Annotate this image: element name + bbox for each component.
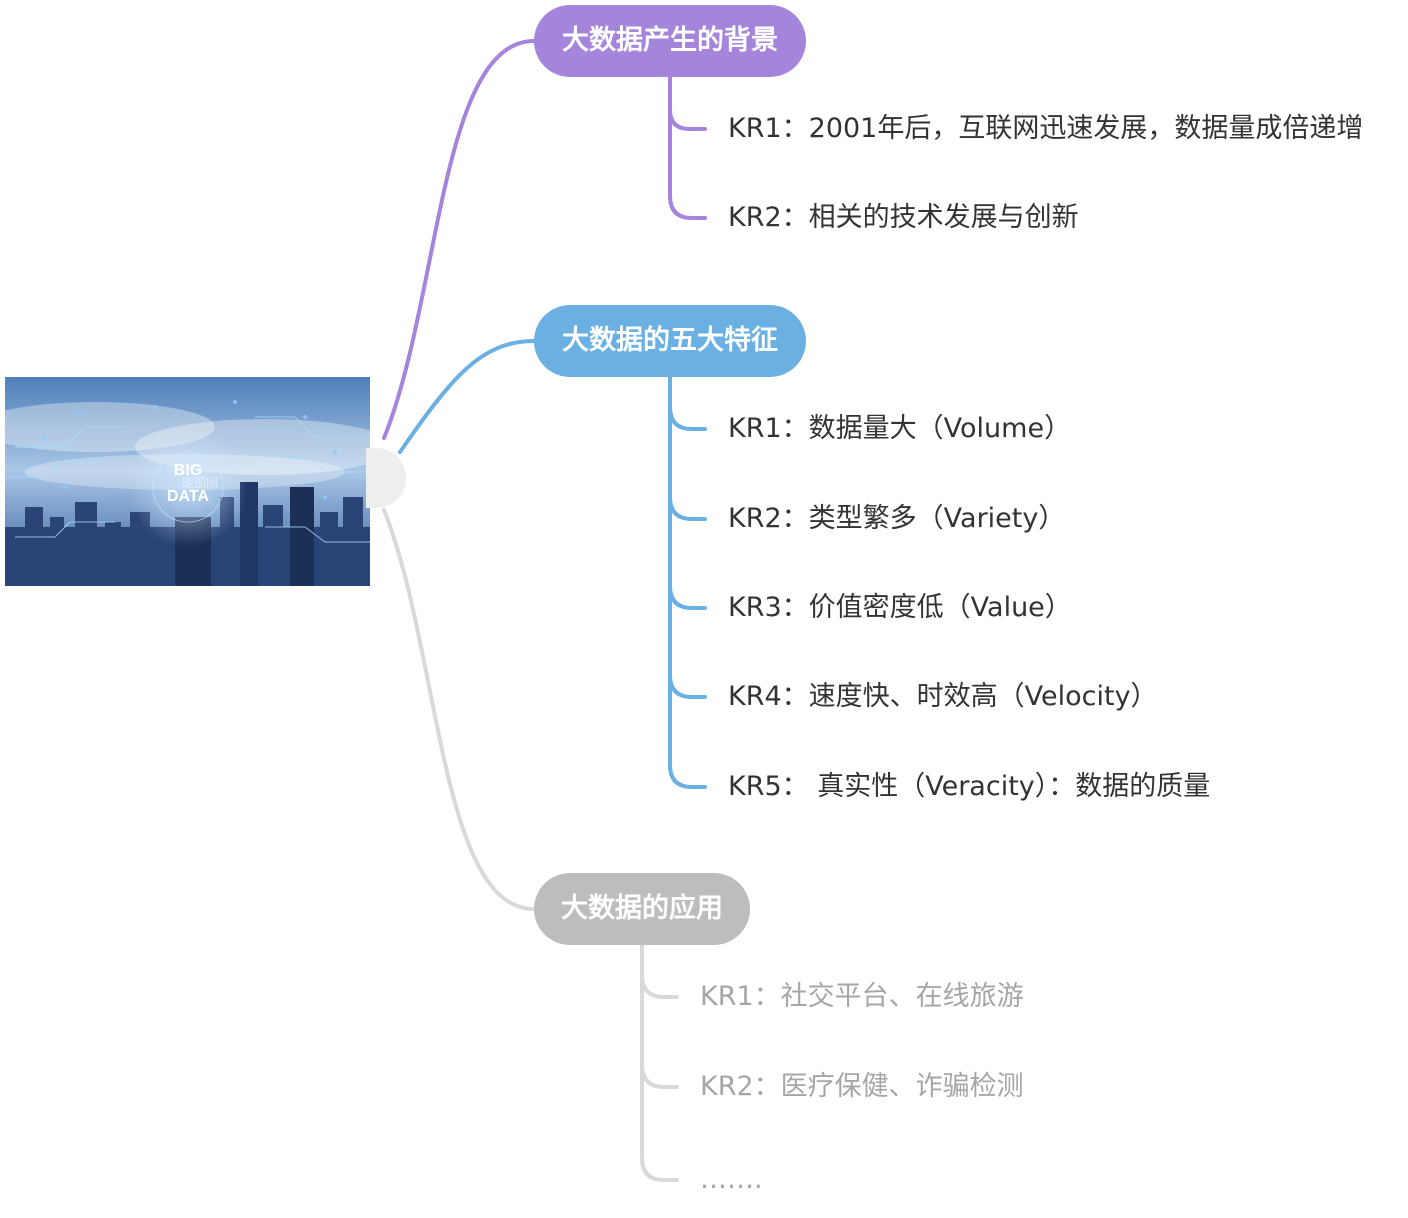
connector-root-features (398, 339, 536, 454)
branch-background[interactable]: 大数据产生的背景 (534, 5, 806, 77)
connector-root-applications (382, 508, 536, 911)
connector-features-kr2 (668, 495, 707, 521)
branch-five-features[interactable]: 大数据的五大特征 (534, 305, 806, 377)
data-label: DATA (167, 488, 210, 505)
leaf-features-kr2[interactable]: KR2：类型繁多（Variety） (728, 503, 1066, 534)
watermark-label: 昵图网 (182, 476, 218, 490)
big-data-city-image[interactable]: BIG DATA 昵图网 (5, 377, 370, 586)
connector-applications-child-1 (640, 973, 679, 999)
leaf-features-kr3[interactable]: KR3：价值密度低（Value） (728, 592, 1072, 623)
leaf-features-kr1[interactable]: KR1：数据量大（Volume） (728, 413, 1072, 444)
connector-background-kr1 (668, 75, 707, 131)
leaf-background-kr1[interactable]: KR1：2001年后，互联网迅速发展，数据量成倍递增 (728, 113, 1364, 144)
connector-background-kr2 (668, 108, 707, 220)
leaf-applications-kr1[interactable]: KR1：社交平台、在线旅游 (700, 981, 1024, 1012)
branch-applications[interactable]: 大数据的应用 (534, 873, 750, 945)
leaf-features-kr5[interactable]: KR5： 真实性（Veracity）：数据的质量 (728, 771, 1211, 802)
leaf-applications-kr2[interactable]: KR2：医疗保健、诈骗检测 (700, 1071, 1024, 1102)
connector-root-background (382, 39, 536, 440)
big-label: BIG (174, 462, 202, 479)
leaf-features-kr4[interactable]: KR4：速度快、时效高（Velocity） (728, 681, 1158, 712)
leaf-applications-more[interactable]: ……. (700, 1164, 763, 1195)
connector-applications-child-2 (640, 1063, 679, 1089)
leaf-background-kr2[interactable]: KR2：相关的技术发展与创新 (728, 202, 1079, 233)
city-skyline-picture: BIG DATA 昵图网 (5, 377, 370, 586)
connector-features-kr1 (668, 405, 707, 431)
connector-features-kr5 (668, 763, 707, 789)
connector-applications-child-3 (640, 1156, 679, 1182)
connector-features-kr4 (668, 673, 707, 699)
connector-features-kr3 (668, 584, 707, 610)
